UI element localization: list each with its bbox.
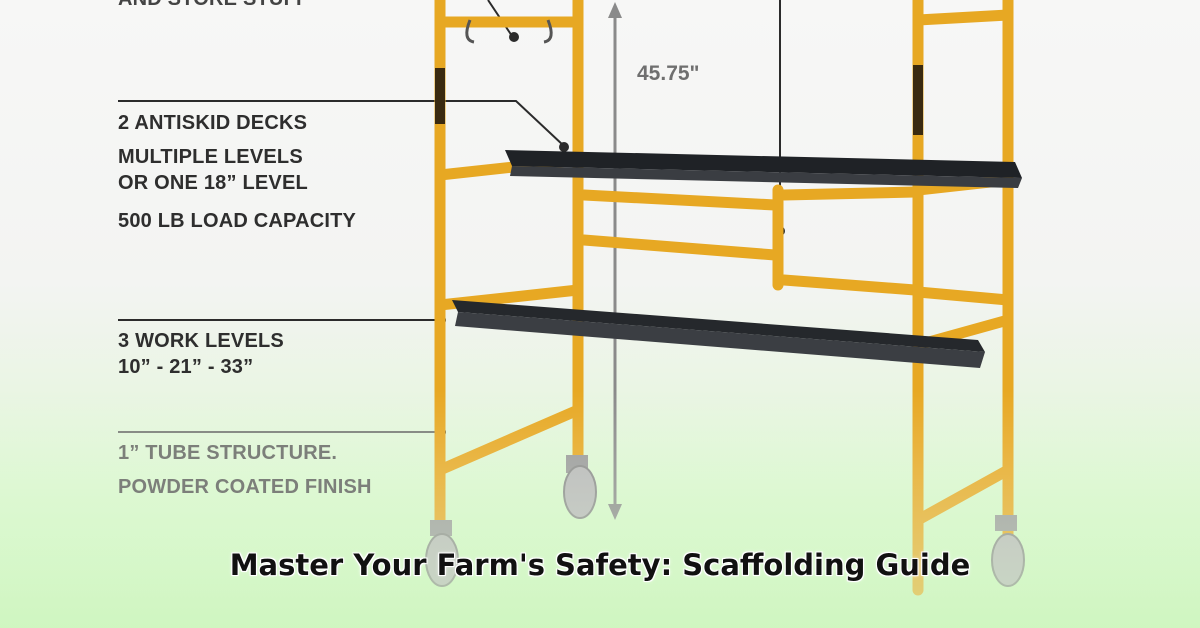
label-tube-structure: 1” TUBE STRUCTURE. <box>118 442 338 464</box>
label-one-level: OR ONE 18” LEVEL <box>118 172 308 194</box>
label-work-levels: 3 WORK LEVELS <box>118 330 284 352</box>
label-multiple-levels: MULTIPLE LEVELS <box>118 146 303 168</box>
page-title: Master Your Farm's Safety: Scaffolding G… <box>229 548 971 582</box>
label-store-stuff: AND STORE STUFF <box>118 0 308 12</box>
label-load-capacity: 500 LB LOAD CAPACITY <box>118 210 357 232</box>
label-antiskid-decks: 2 ANTISKID DECKS <box>118 112 308 134</box>
label-work-heights: 10” - 21” - 33” <box>118 356 254 378</box>
label-powder-coated: POWDER COATED FINISH <box>118 476 372 498</box>
height-dimension-label: 45.75" <box>637 62 700 85</box>
